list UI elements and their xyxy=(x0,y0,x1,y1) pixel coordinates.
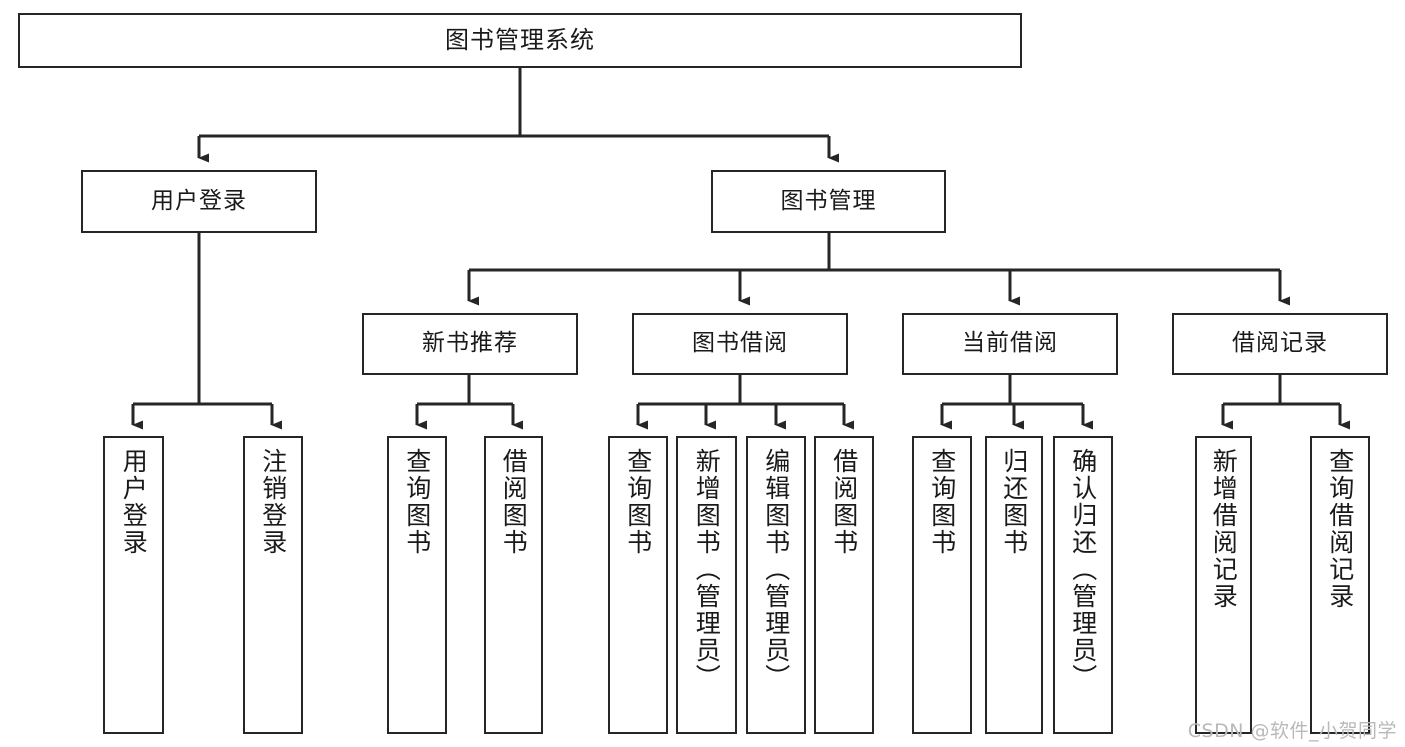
leaf-book-borrow-edit-book-admin[interactable]: 编辑图书（管理员） xyxy=(746,436,806,734)
leaf-new-book-query-book[interactable]: 查询图书 xyxy=(387,436,447,734)
node-label: 当前借阅 xyxy=(962,330,1058,357)
leaf-current-borrow-return-book[interactable]: 归还图书 xyxy=(985,436,1043,734)
node-borrow-record[interactable]: 借阅记录 xyxy=(1172,313,1388,375)
leaf-label: 查询图书 xyxy=(623,448,653,556)
node-label: 图书借阅 xyxy=(692,330,788,357)
leaf-label: 归还图书 xyxy=(999,448,1029,556)
node-current-borrow[interactable]: 当前借阅 xyxy=(902,313,1118,375)
leaf-current-borrow-query-book[interactable]: 查询图书 xyxy=(912,436,972,734)
node-label: 图书管理系统 xyxy=(445,26,595,55)
node-new-book-recommend[interactable]: 新书推荐 xyxy=(362,313,578,375)
leaf-label: 确认归还（管理员） xyxy=(1068,448,1098,691)
csdn-watermark: CSDN @软件_小贺同学 xyxy=(1187,720,1397,742)
leaf-label: 查询借阅记录 xyxy=(1325,448,1355,610)
node-label: 借阅记录 xyxy=(1232,330,1328,357)
node-book-management[interactable]: 图书管理 xyxy=(711,170,946,233)
leaf-label: 借阅图书 xyxy=(829,448,859,556)
node-label: 用户登录 xyxy=(151,187,247,214)
node-book-borrow[interactable]: 图书借阅 xyxy=(632,313,848,375)
leaf-label: 用户登录 xyxy=(119,448,149,556)
leaf-label: 查询图书 xyxy=(927,448,957,556)
leaf-book-borrow-query-book[interactable]: 查询图书 xyxy=(608,436,668,734)
leaf-user-login-login[interactable]: 用户登录 xyxy=(103,436,164,734)
leaf-current-borrow-confirm-return-admin[interactable]: 确认归还（管理员） xyxy=(1053,436,1113,734)
leaf-book-borrow-borrow-book[interactable]: 借阅图书 xyxy=(814,436,874,734)
node-root-book-management-system[interactable]: 图书管理系统 xyxy=(18,13,1022,68)
leaf-label: 新增图书（管理员） xyxy=(692,448,722,691)
leaf-label: 编辑图书（管理员） xyxy=(761,448,791,691)
leaf-new-book-borrow-book[interactable]: 借阅图书 xyxy=(484,436,543,734)
leaf-borrow-record-query-record[interactable]: 查询借阅记录 xyxy=(1310,436,1370,734)
leaf-borrow-record-add-record[interactable]: 新增借阅记录 xyxy=(1195,436,1252,734)
leaf-label: 注销登录 xyxy=(258,448,288,556)
leaf-label: 新增借阅记录 xyxy=(1209,448,1239,610)
node-user-login[interactable]: 用户登录 xyxy=(81,170,317,233)
leaf-book-borrow-add-book-admin[interactable]: 新增图书（管理员） xyxy=(676,436,737,734)
node-label: 新书推荐 xyxy=(422,330,518,357)
node-label: 图书管理 xyxy=(780,187,877,214)
leaf-label: 查询图书 xyxy=(402,448,432,556)
leaf-user-login-logout[interactable]: 注销登录 xyxy=(243,436,303,734)
leaf-label: 借阅图书 xyxy=(499,448,529,556)
